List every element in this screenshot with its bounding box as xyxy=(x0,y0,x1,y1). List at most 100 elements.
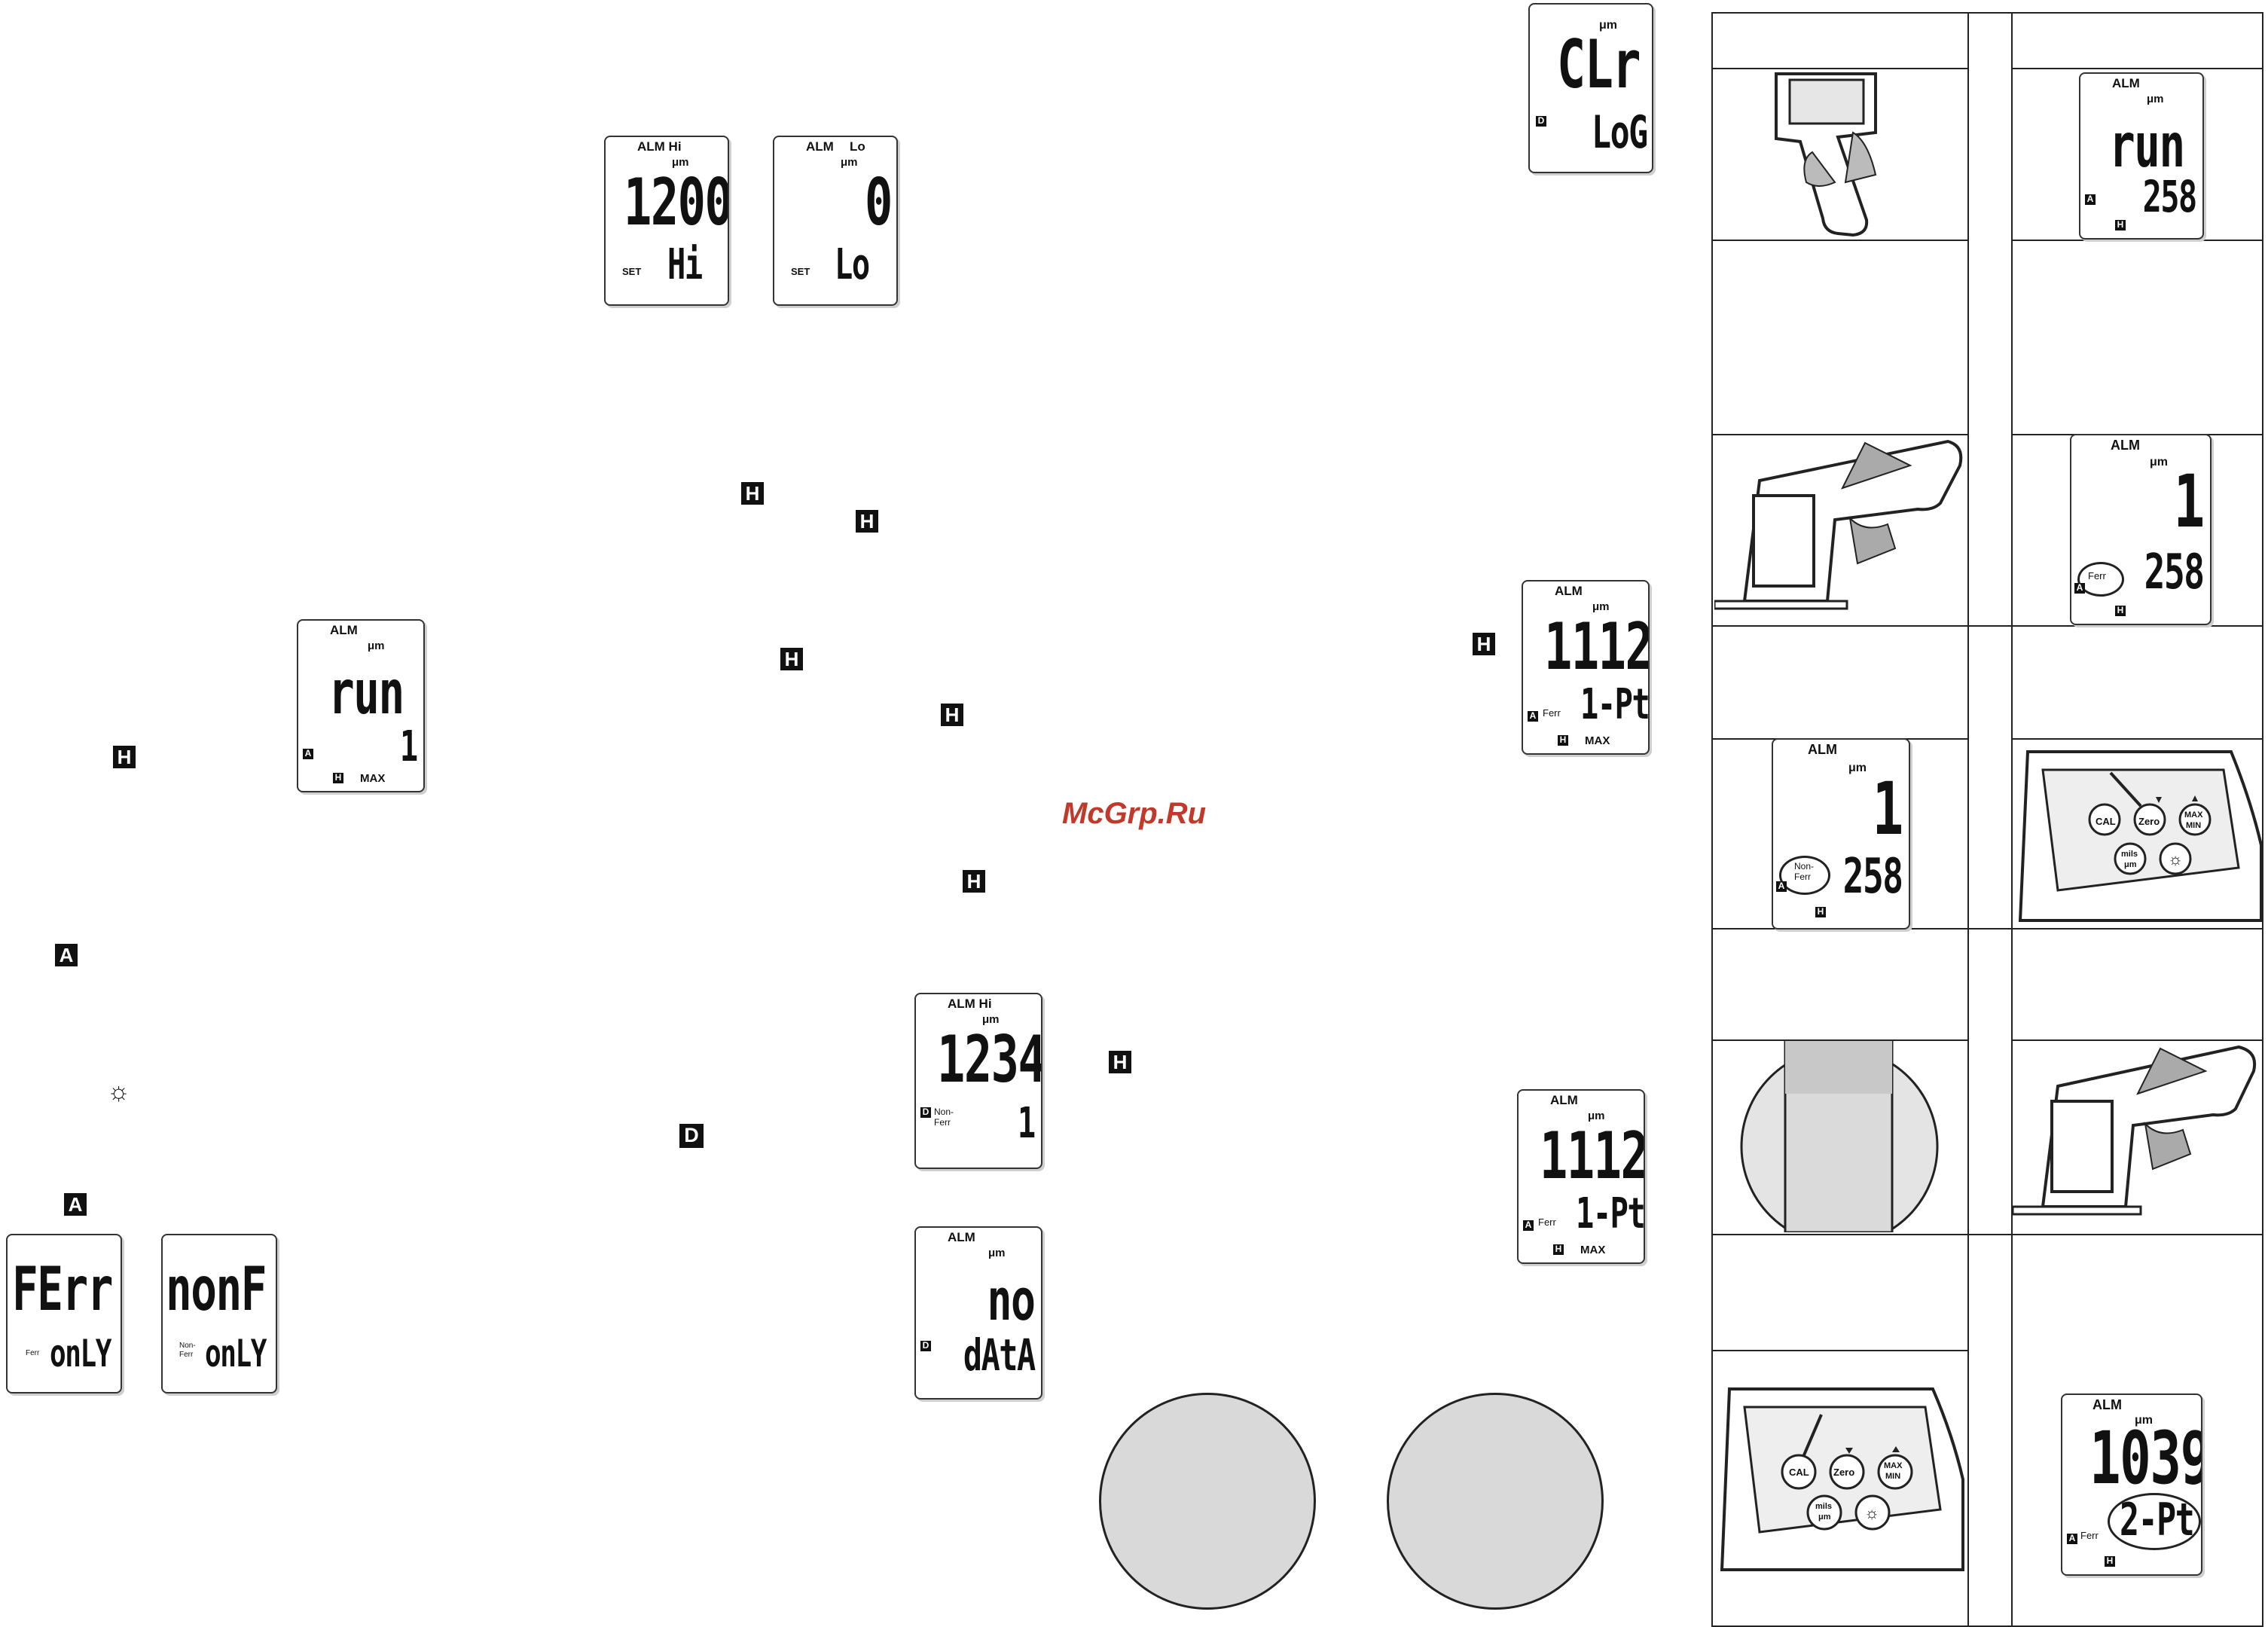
data-d-icon: D xyxy=(679,1124,704,1148)
alarm-a-flag: A xyxy=(1776,881,1787,892)
alarm-a-flag: A xyxy=(303,749,313,759)
mils-button-bottom: μm xyxy=(2124,860,2137,869)
ferr-tag: Ferr xyxy=(1543,707,1561,719)
alarm-a-flag: A xyxy=(2085,194,2096,205)
table-row-divider xyxy=(1711,625,2263,627)
unit-label: μm xyxy=(2135,1414,2154,1427)
hold-icon: H xyxy=(780,648,803,670)
hold-icon: H xyxy=(1473,633,1495,655)
hold-icon: H xyxy=(113,746,136,768)
main-readout: 1112 xyxy=(1540,1119,1645,1194)
main-readout: 1039 xyxy=(2089,1416,2202,1500)
lcd-clear-log: μm CLr LoG D xyxy=(1528,3,1653,173)
shape-circle xyxy=(1387,1393,1604,1610)
watermark: McGrp.Ru xyxy=(1062,797,1207,830)
sub-readout: 258 xyxy=(1843,849,1903,905)
hold-icon: H xyxy=(941,704,963,726)
nonferr-tag-line1: Non- xyxy=(1794,861,1815,871)
table-row-divider xyxy=(2011,240,2263,241)
alarm-a-flag: A xyxy=(1523,1220,1534,1231)
hold-h-flag: H xyxy=(1815,907,1826,917)
gauge-on-surface-illustration xyxy=(2013,1045,2256,1216)
unit-label: μm xyxy=(1848,762,1867,774)
table-row-divider xyxy=(1711,240,1967,241)
lcd-alarm-hi: ALM Hi μm 1200 SET Hi xyxy=(604,136,729,306)
unit-label: μm xyxy=(2150,456,2169,469)
hold-h-flag: H xyxy=(2115,220,2126,230)
unit-label: μm xyxy=(368,640,385,652)
lcd-run-258: ALM μm run 258 A H xyxy=(2079,72,2204,240)
table-row-divider xyxy=(1711,928,2263,929)
hold-h-flag: H xyxy=(333,773,343,783)
sub-readout: 258 xyxy=(2144,545,2205,600)
nonferr-tag-line2: Ferr xyxy=(934,1117,951,1128)
alarm-label: ALM xyxy=(948,1230,975,1244)
max-label: MAX xyxy=(360,772,386,785)
unit-label: μm xyxy=(2147,93,2164,105)
unit-label: μm xyxy=(672,156,689,169)
alarm-label: ALM xyxy=(330,623,358,637)
sub-readout: onLY xyxy=(205,1332,267,1375)
sub-readout: 258 xyxy=(2142,171,2198,222)
unit-label: μm xyxy=(1588,1110,1605,1122)
ferr-tag: Ferr xyxy=(1538,1216,1556,1228)
main-readout: FErr xyxy=(12,1254,113,1324)
sub-readout: dAtA xyxy=(963,1329,1036,1381)
sub-readout: onLY xyxy=(50,1332,111,1375)
max-min-button-bottom: MIN xyxy=(2186,821,2202,830)
mils-button-top: mils xyxy=(2121,850,2138,859)
alarm-label: ALM xyxy=(2112,76,2140,90)
nonferr-tag-line1: Non- xyxy=(179,1342,196,1350)
main-readout: 1234 xyxy=(937,1022,1042,1097)
nonferr-tag-line2: Ferr xyxy=(1794,871,1811,882)
keypad-cal-illustration xyxy=(1720,1387,1964,1571)
alarm-label: ALM xyxy=(1555,584,1583,598)
hold-h-flag: H xyxy=(1553,1244,1564,1255)
alarm-a-icon: A xyxy=(55,944,78,966)
nonferr-tag-line2: Ferr xyxy=(179,1351,194,1359)
instruction-table xyxy=(1711,12,2263,1627)
measurement-area-illustration xyxy=(1740,1041,1939,1232)
table-row-divider xyxy=(1711,1350,1967,1351)
cal-button: CAL xyxy=(2096,816,2116,827)
backlight-icon: ☼ xyxy=(1864,1503,1880,1522)
hold-icon: H xyxy=(741,482,764,505)
main-readout: 1112 xyxy=(1544,609,1650,685)
lcd-ferr-only: FErr Ferr onLY xyxy=(6,1234,122,1393)
lcd-ferr-258: ALM μm 1 258 Ferr A H xyxy=(2070,434,2212,625)
set-label: SET xyxy=(622,266,642,277)
main-readout: 1200 xyxy=(624,165,729,240)
sub-readout: 1 xyxy=(400,722,418,771)
lcd-1039-two-point: ALM μm 1039 2-Pt A Ferr H xyxy=(2061,1393,2202,1576)
lcd-alarm-lo: ALM Lo μm 0 SET Lo xyxy=(773,136,898,306)
alarm-a-flag: A xyxy=(2067,1534,2077,1544)
max-min-button-top: MAX xyxy=(2184,810,2203,820)
sub-readout: LoG xyxy=(1592,106,1648,159)
shape-circle xyxy=(1099,1393,1316,1610)
lcd-no-data: ALM μm no dAtA D xyxy=(914,1226,1042,1400)
unit-label: μm xyxy=(982,1013,1000,1026)
hold-h-flag: H xyxy=(2105,1556,2115,1567)
zero-button: Zero xyxy=(1833,1467,1855,1478)
sub-readout: 1 xyxy=(1018,1099,1036,1148)
table-row-divider xyxy=(2011,738,2263,740)
unit-label: μm xyxy=(1599,19,1618,32)
mils-button-top: mils xyxy=(1815,1502,1833,1511)
alarm-a-flag: A xyxy=(2074,583,2085,594)
keypad-zero-illustration xyxy=(2018,750,2262,922)
unit-label: μm xyxy=(1592,600,1610,613)
main-readout: 1 xyxy=(1872,767,1904,851)
table-row-divider xyxy=(1711,434,1967,435)
alarm-label: ALM Hi xyxy=(637,139,682,154)
sub-readout: Hi xyxy=(667,240,703,289)
sub-readout: 2-Pt xyxy=(2120,1494,2195,1546)
sub-readout: Lo xyxy=(835,240,870,289)
alarm-a-icon: A xyxy=(64,1193,87,1216)
table-row-divider xyxy=(1711,68,1967,69)
cal-button: CAL xyxy=(1789,1467,1809,1478)
alarm-label: ALM xyxy=(1550,1093,1578,1107)
nonferr-tag-line1: Non- xyxy=(934,1107,954,1117)
main-readout: CLr xyxy=(1557,26,1641,103)
alarm-label: ALM xyxy=(1808,742,1837,757)
table-column-divider xyxy=(2011,12,2013,1627)
